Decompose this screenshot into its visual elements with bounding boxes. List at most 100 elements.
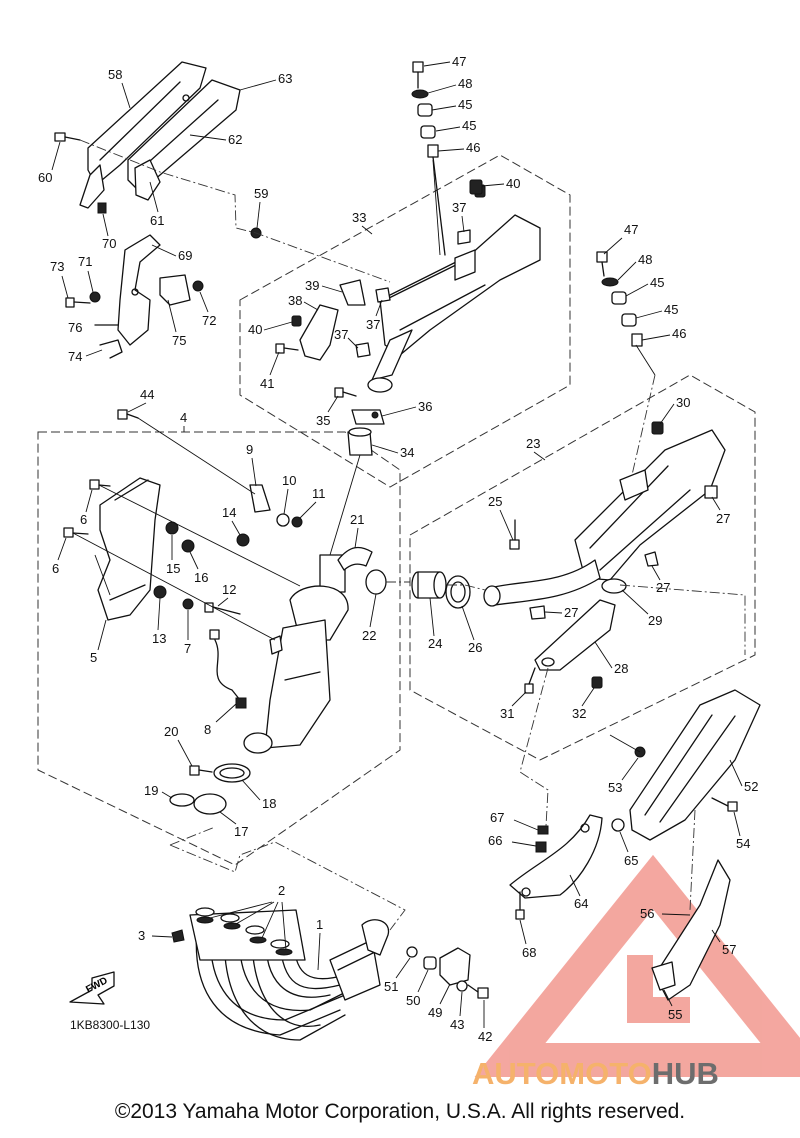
callout-65: 65 — [624, 853, 638, 868]
callout-52: 52 — [744, 779, 758, 794]
callout-69: 69 — [178, 248, 192, 263]
bolt-51 — [406, 946, 418, 958]
collar-43 — [456, 980, 468, 992]
nut-7 — [182, 598, 194, 610]
callout-31: 31 — [500, 706, 514, 721]
damper-45b — [611, 291, 627, 305]
damper-14 — [236, 533, 250, 547]
washer-48b — [601, 277, 619, 287]
callout-15: 15 — [166, 561, 180, 576]
callout-12: 12 — [222, 582, 236, 597]
collar-46 — [427, 144, 446, 256]
leader-lines — [72, 139, 746, 931]
pipe-21 — [337, 546, 373, 571]
clamp-26 — [445, 575, 471, 609]
callout-8: 8 — [204, 722, 211, 737]
callout-75: 75 — [172, 333, 186, 348]
grommet-70 — [97, 202, 107, 214]
muffler-33 — [367, 184, 541, 393]
callout-45: 45 — [458, 97, 472, 112]
callout-45c: 45 — [650, 275, 664, 290]
bolt-42 — [467, 984, 489, 999]
callout-25: 25 — [488, 494, 502, 509]
collar-10 — [276, 513, 290, 527]
bolt-31 — [524, 667, 536, 694]
callout-41: 41 — [260, 376, 274, 391]
callout-67: 67 — [490, 810, 504, 825]
callout-7: 7 — [184, 641, 191, 656]
callout-9: 9 — [246, 442, 253, 457]
cover-57 — [651, 859, 731, 1001]
washer-48 — [411, 89, 429, 99]
callout-47: 47 — [452, 54, 466, 69]
clip-74 — [99, 339, 123, 359]
callout-labels: 58 63 62 60 61 70 59 73 71 69 72 76 75 7… — [38, 54, 758, 1044]
callout-72: 72 — [202, 313, 216, 328]
callout-48: 48 — [458, 76, 472, 91]
bolt-60 — [54, 132, 81, 142]
nut-37a — [457, 229, 471, 245]
protector-52 — [629, 689, 761, 841]
callout-54: 54 — [736, 836, 750, 851]
callout-44: 44 — [140, 387, 154, 402]
callout-30: 30 — [676, 395, 690, 410]
callout-17: 17 — [234, 824, 248, 839]
muffler-23 — [483, 421, 726, 607]
callout-64: 64 — [574, 896, 588, 911]
collar-50 — [423, 956, 437, 970]
nut-37c — [355, 342, 371, 358]
callout-26: 26 — [468, 640, 482, 655]
callout-1: 1 — [316, 917, 323, 932]
callout-58: 58 — [108, 67, 122, 82]
collar-46b — [631, 333, 643, 347]
bolt-6b — [63, 527, 89, 538]
callout-60: 60 — [38, 170, 52, 185]
bolt-20 — [189, 765, 213, 776]
nut-11 — [291, 516, 303, 528]
callout-37: 37 — [452, 200, 466, 215]
callout-37b: 37 — [366, 317, 380, 332]
nut-66 — [535, 841, 547, 853]
nut-27a — [704, 485, 718, 499]
protector-5 — [97, 477, 161, 621]
group-box-33 — [239, 154, 571, 488]
clamp-18 — [213, 763, 251, 783]
callout-73: 73 — [50, 259, 64, 274]
callout-14: 14 — [222, 505, 236, 520]
bolt-73 — [65, 297, 91, 308]
heat-cover-58-63 — [79, 61, 241, 209]
callout-38: 38 — [288, 293, 302, 308]
bolt-68 — [515, 891, 525, 920]
bolt-54 — [711, 797, 738, 812]
callout-57: 57 — [722, 942, 736, 957]
diagram-code: 1KB8300-L130 — [70, 1018, 151, 1032]
callout-43: 43 — [450, 1017, 464, 1032]
bolt-35 — [334, 387, 357, 398]
collar-13 — [153, 585, 167, 599]
collar-65 — [611, 818, 625, 832]
callout-21: 21 — [350, 512, 364, 527]
group-box-23 — [409, 374, 756, 761]
sensor-8 — [209, 629, 247, 709]
watermark-text: AUTOMOTOHUB — [472, 1056, 719, 1092]
clamp-22 — [365, 569, 387, 595]
damper-45c — [621, 313, 637, 327]
callout-56: 56 — [640, 906, 654, 921]
gasket-24 — [411, 571, 447, 599]
grommet-40b — [469, 179, 483, 195]
callout-36: 36 — [418, 399, 432, 414]
callout-61: 61 — [150, 213, 164, 228]
callout-70: 70 — [102, 236, 116, 251]
gasket-29 — [601, 578, 627, 594]
grommet-32 — [591, 676, 603, 689]
callout-27c: 27 — [564, 605, 578, 620]
gasket-19 — [169, 793, 195, 807]
callout-68: 68 — [522, 945, 536, 960]
callout-23: 23 — [526, 436, 540, 451]
bolt-41 — [275, 343, 299, 354]
callout-2: 2 — [278, 883, 285, 898]
group-box-4 — [37, 431, 401, 866]
bracket-49 — [439, 947, 471, 986]
callout-22: 22 — [362, 628, 376, 643]
